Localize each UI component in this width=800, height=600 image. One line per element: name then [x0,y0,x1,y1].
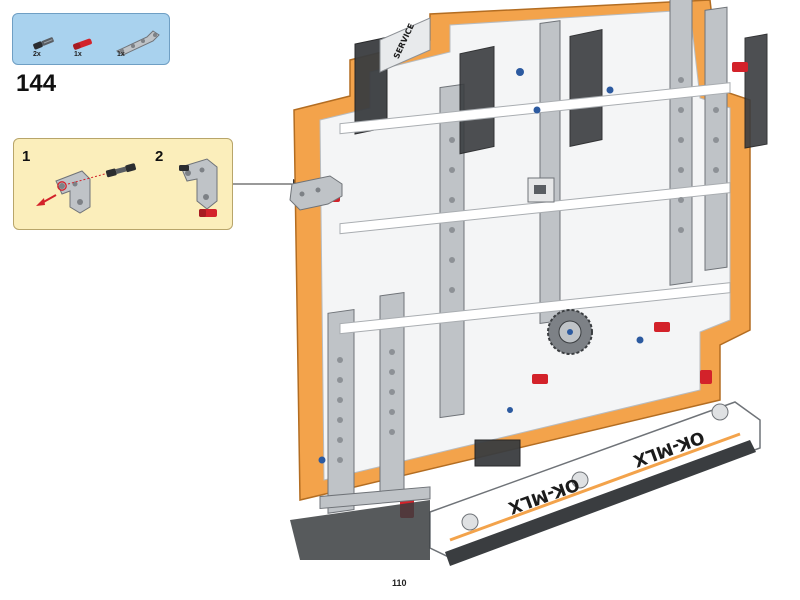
sub-step-number-2: 2 [155,148,164,165]
red-pin-icon [73,38,92,50]
step-number: 144 [16,70,57,97]
sub-step-1-illustration [36,163,137,214]
sub-assembly-callout: 1 2 [13,138,233,230]
sub-step-2-illustration [179,158,218,217]
sub-step-number-1: 1 [22,148,31,165]
part-qty-2: 1x [74,51,82,58]
gear-part [547,309,593,355]
model-illustration: SERVICE OK-MLX OK-MLX [289,0,768,566]
bent-beam-icon [115,30,160,56]
part-qty-1: 2x [33,51,41,58]
parts-list-callout: 2x 1x 1x [12,13,170,65]
page-number: 110 [392,578,407,588]
axle-pin-icon [33,37,54,50]
part-qty-3: 1x [117,51,125,58]
